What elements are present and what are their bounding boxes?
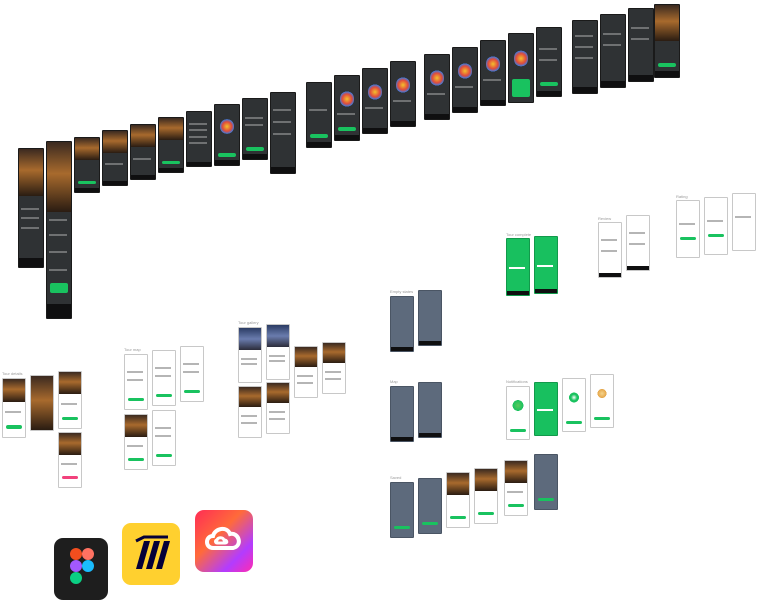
gallery-screen[interactable] [294,346,318,398]
success-screen[interactable] [506,238,530,296]
notification-screen[interactable] [590,374,614,428]
app-screen[interactable] [390,61,416,127]
app-screen[interactable] [130,124,156,180]
app-screen[interactable] [214,104,240,166]
app-screen[interactable] [654,4,680,78]
app-screen[interactable] [362,68,388,134]
app-screen[interactable] [74,137,100,193]
map-screen[interactable] [124,414,148,470]
section-label: Saved [390,475,402,480]
section-label: Tour details [2,371,23,376]
review-screen[interactable] [704,197,728,255]
tour-detail-screen[interactable] [58,432,82,488]
review-screen[interactable] [732,193,756,251]
success-screen[interactable] [534,236,558,294]
tour-detail-screen[interactable] [58,371,82,429]
app-screen[interactable] [18,148,44,268]
app-screen[interactable] [572,20,598,94]
review-screen[interactable] [676,200,700,258]
placeholder-screen[interactable] [418,290,442,346]
app-screen[interactable] [102,130,128,186]
placeholder-screen[interactable] [390,386,414,442]
map-screen[interactable] [152,350,176,406]
creative-cloud-icon [195,510,253,572]
placeholder-screen[interactable] [534,454,558,510]
gallery-screen[interactable] [238,327,262,383]
app-screen[interactable] [334,75,360,141]
rating-screen[interactable] [598,222,622,278]
app-screen[interactable] [186,111,212,167]
section-label: Tour map [124,347,141,352]
list-screen[interactable] [504,460,528,516]
section-label: Review [598,216,612,221]
list-screen[interactable] [474,468,498,524]
app-screen[interactable] [158,117,184,173]
section-label: Tour complete [506,232,532,237]
app-screen[interactable] [480,40,506,106]
app-screen[interactable] [270,92,296,174]
section-label: Rating [676,194,688,199]
gallery-screen[interactable] [322,342,346,394]
notification-screen[interactable] [562,378,586,432]
app-screen[interactable] [628,8,654,82]
figma-icon [54,538,108,600]
app-screen[interactable] [536,27,562,97]
gallery-screen[interactable] [266,324,290,380]
section-label: Notifications [506,379,528,384]
map-screen[interactable] [180,346,204,402]
app-screen[interactable] [508,33,534,103]
placeholder-screen[interactable] [390,296,414,352]
section-label: Map [390,379,398,384]
placeholder-screen[interactable] [418,382,442,438]
section-label: Empty states [390,289,414,294]
map-screen[interactable] [124,354,148,410]
tour-detail-screen[interactable] [30,375,54,431]
app-screen[interactable] [452,47,478,113]
map-screen[interactable] [152,410,176,466]
placeholder-screen[interactable] [418,478,442,534]
notification-screen[interactable] [506,386,530,440]
list-screen[interactable] [446,472,470,528]
gallery-screen[interactable] [266,382,290,434]
app-screen[interactable] [46,141,72,319]
app-screen[interactable] [424,54,450,120]
gallery-screen[interactable] [238,386,262,438]
rating-screen[interactable] [626,215,650,271]
tour-detail-screen[interactable] [2,378,26,438]
app-screen[interactable] [242,98,268,160]
section-label: Tour gallery [238,320,259,325]
app-screen[interactable] [600,14,626,88]
miro-icon [122,523,180,585]
placeholder-screen[interactable] [390,482,414,538]
app-screen[interactable] [306,82,332,148]
notification-screen[interactable] [534,382,558,436]
